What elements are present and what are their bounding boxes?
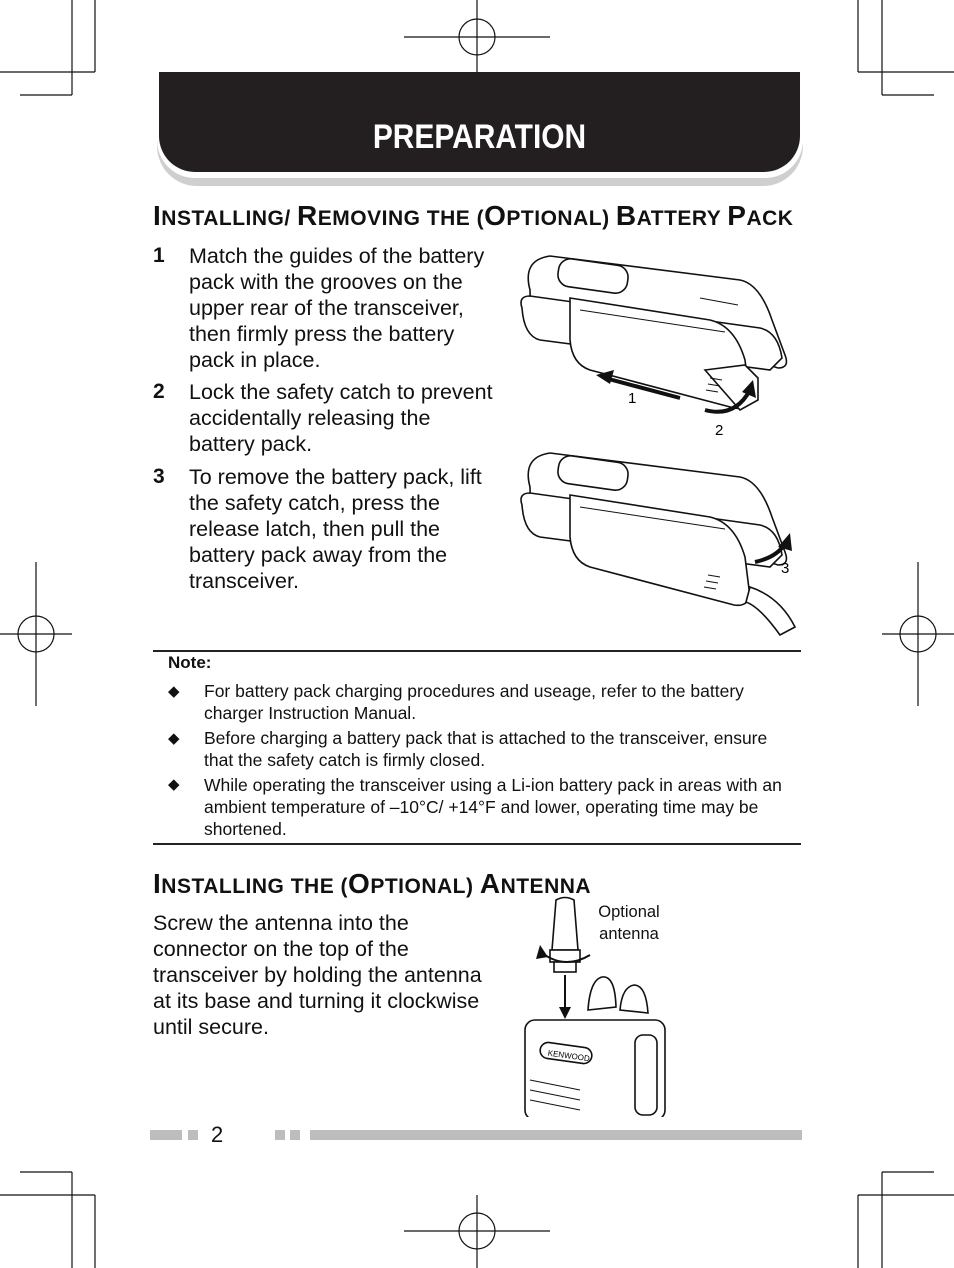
note-item: While operating the transceiver using a …: [204, 775, 782, 839]
antenna-section-title: INSTALLING THE (OPTIONAL) ANTENNA: [153, 868, 592, 899]
bullet-icon: ◆: [168, 683, 180, 700]
footer-bar: [310, 1130, 802, 1140]
figure-label-1: 1: [628, 390, 636, 407]
step-text: To remove the battery pack, lift the saf…: [189, 465, 482, 593]
figure-label-3: 3: [781, 560, 789, 577]
step-number: 3: [153, 465, 165, 488]
note-label: Note:: [168, 653, 212, 672]
note-item: Before charging a battery pack that is a…: [204, 728, 768, 770]
step-number: 2: [153, 380, 165, 403]
step-number: 1: [153, 244, 165, 267]
footer-bar-segment: [150, 1130, 182, 1140]
battery-install-illustration: 1 2: [520, 255, 788, 439]
note-top-rule: [153, 650, 801, 652]
footer-bar-segment: [290, 1130, 300, 1140]
header-banner: [159, 72, 800, 172]
bullet-icon: ◆: [168, 730, 180, 747]
page-title: PREPARATION: [372, 118, 587, 156]
battery-remove-illustration: 3: [520, 452, 797, 637]
antenna-instructions: Screw the antenna into the connector on …: [153, 911, 482, 1039]
page-number: 2: [211, 1122, 224, 1147]
antenna-illustration: KENWOOD: [524, 896, 666, 1117]
footer-bar-segment: [275, 1130, 285, 1140]
figure-label-line: Optional: [598, 903, 660, 921]
step-text: Match the guides of the battery pack wit…: [189, 244, 485, 372]
antenna-figure-label: Optional antenna: [588, 901, 670, 945]
battery-section-title: INSTALLING/ REMOVING THE (OPTIONAL) BATT…: [153, 200, 794, 231]
step-text: Lock the safety catch to prevent acciden…: [189, 380, 493, 456]
note-bottom-rule: [153, 843, 801, 845]
note-item: For battery pack charging procedures and…: [204, 681, 744, 723]
bullet-icon: ◆: [168, 776, 180, 793]
footer-bar-segment: [188, 1130, 198, 1140]
figure-label-line: antenna: [599, 925, 659, 943]
figure-label-2: 2: [715, 422, 723, 439]
